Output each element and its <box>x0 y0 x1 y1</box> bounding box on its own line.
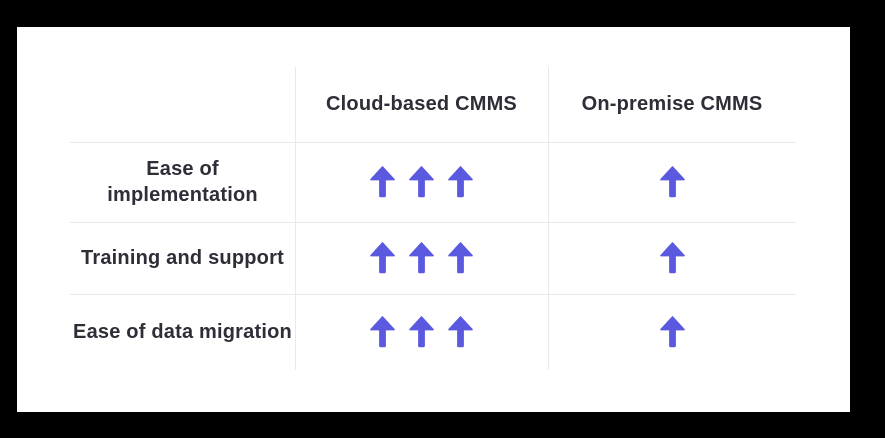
cloud-rating-cell <box>295 166 548 198</box>
cloud-rating-cell <box>295 316 548 348</box>
up-arrow-icon <box>659 316 685 348</box>
up-arrow-icon <box>448 242 473 274</box>
column-divider <box>295 67 296 370</box>
row-label: Ease of implementation <box>107 158 258 206</box>
up-arrow-icon <box>409 316 434 348</box>
up-arrow-icon <box>370 242 395 274</box>
up-arrow-icon <box>409 166 434 198</box>
up-arrow-icon <box>409 242 434 274</box>
table-row: Training and support <box>70 222 796 294</box>
header-on-premise-cmms: On-premise CMMS <box>581 93 763 115</box>
row-divider <box>70 142 796 143</box>
comparison-table: Cloud-based CMMS On-premise CMMS Ease of… <box>70 67 796 370</box>
row-divider <box>70 294 796 295</box>
up-arrow-icon <box>448 316 473 348</box>
up-arrow-icon <box>659 242 685 274</box>
cloud-rating-cell <box>295 242 548 274</box>
row-label: Training and support <box>81 247 284 269</box>
column-divider <box>548 67 549 370</box>
up-arrow-icon <box>659 166 685 198</box>
up-arrow-icon <box>370 166 395 198</box>
comparison-card: Cloud-based CMMS On-premise CMMS Ease of… <box>17 27 850 412</box>
onprem-rating-cell <box>548 166 796 198</box>
table-row: Ease of implementation <box>70 142 796 222</box>
row-divider <box>70 222 796 223</box>
up-arrow-icon <box>448 166 473 198</box>
table-row: Ease of data migration <box>70 294 796 370</box>
header-cloud-based-cmms: Cloud-based CMMS <box>326 93 517 115</box>
row-label: Ease of data migration <box>73 321 292 343</box>
onprem-rating-cell <box>548 316 796 348</box>
up-arrow-icon <box>370 316 395 348</box>
onprem-rating-cell <box>548 242 796 274</box>
table-header-row: Cloud-based CMMS On-premise CMMS <box>70 67 796 142</box>
